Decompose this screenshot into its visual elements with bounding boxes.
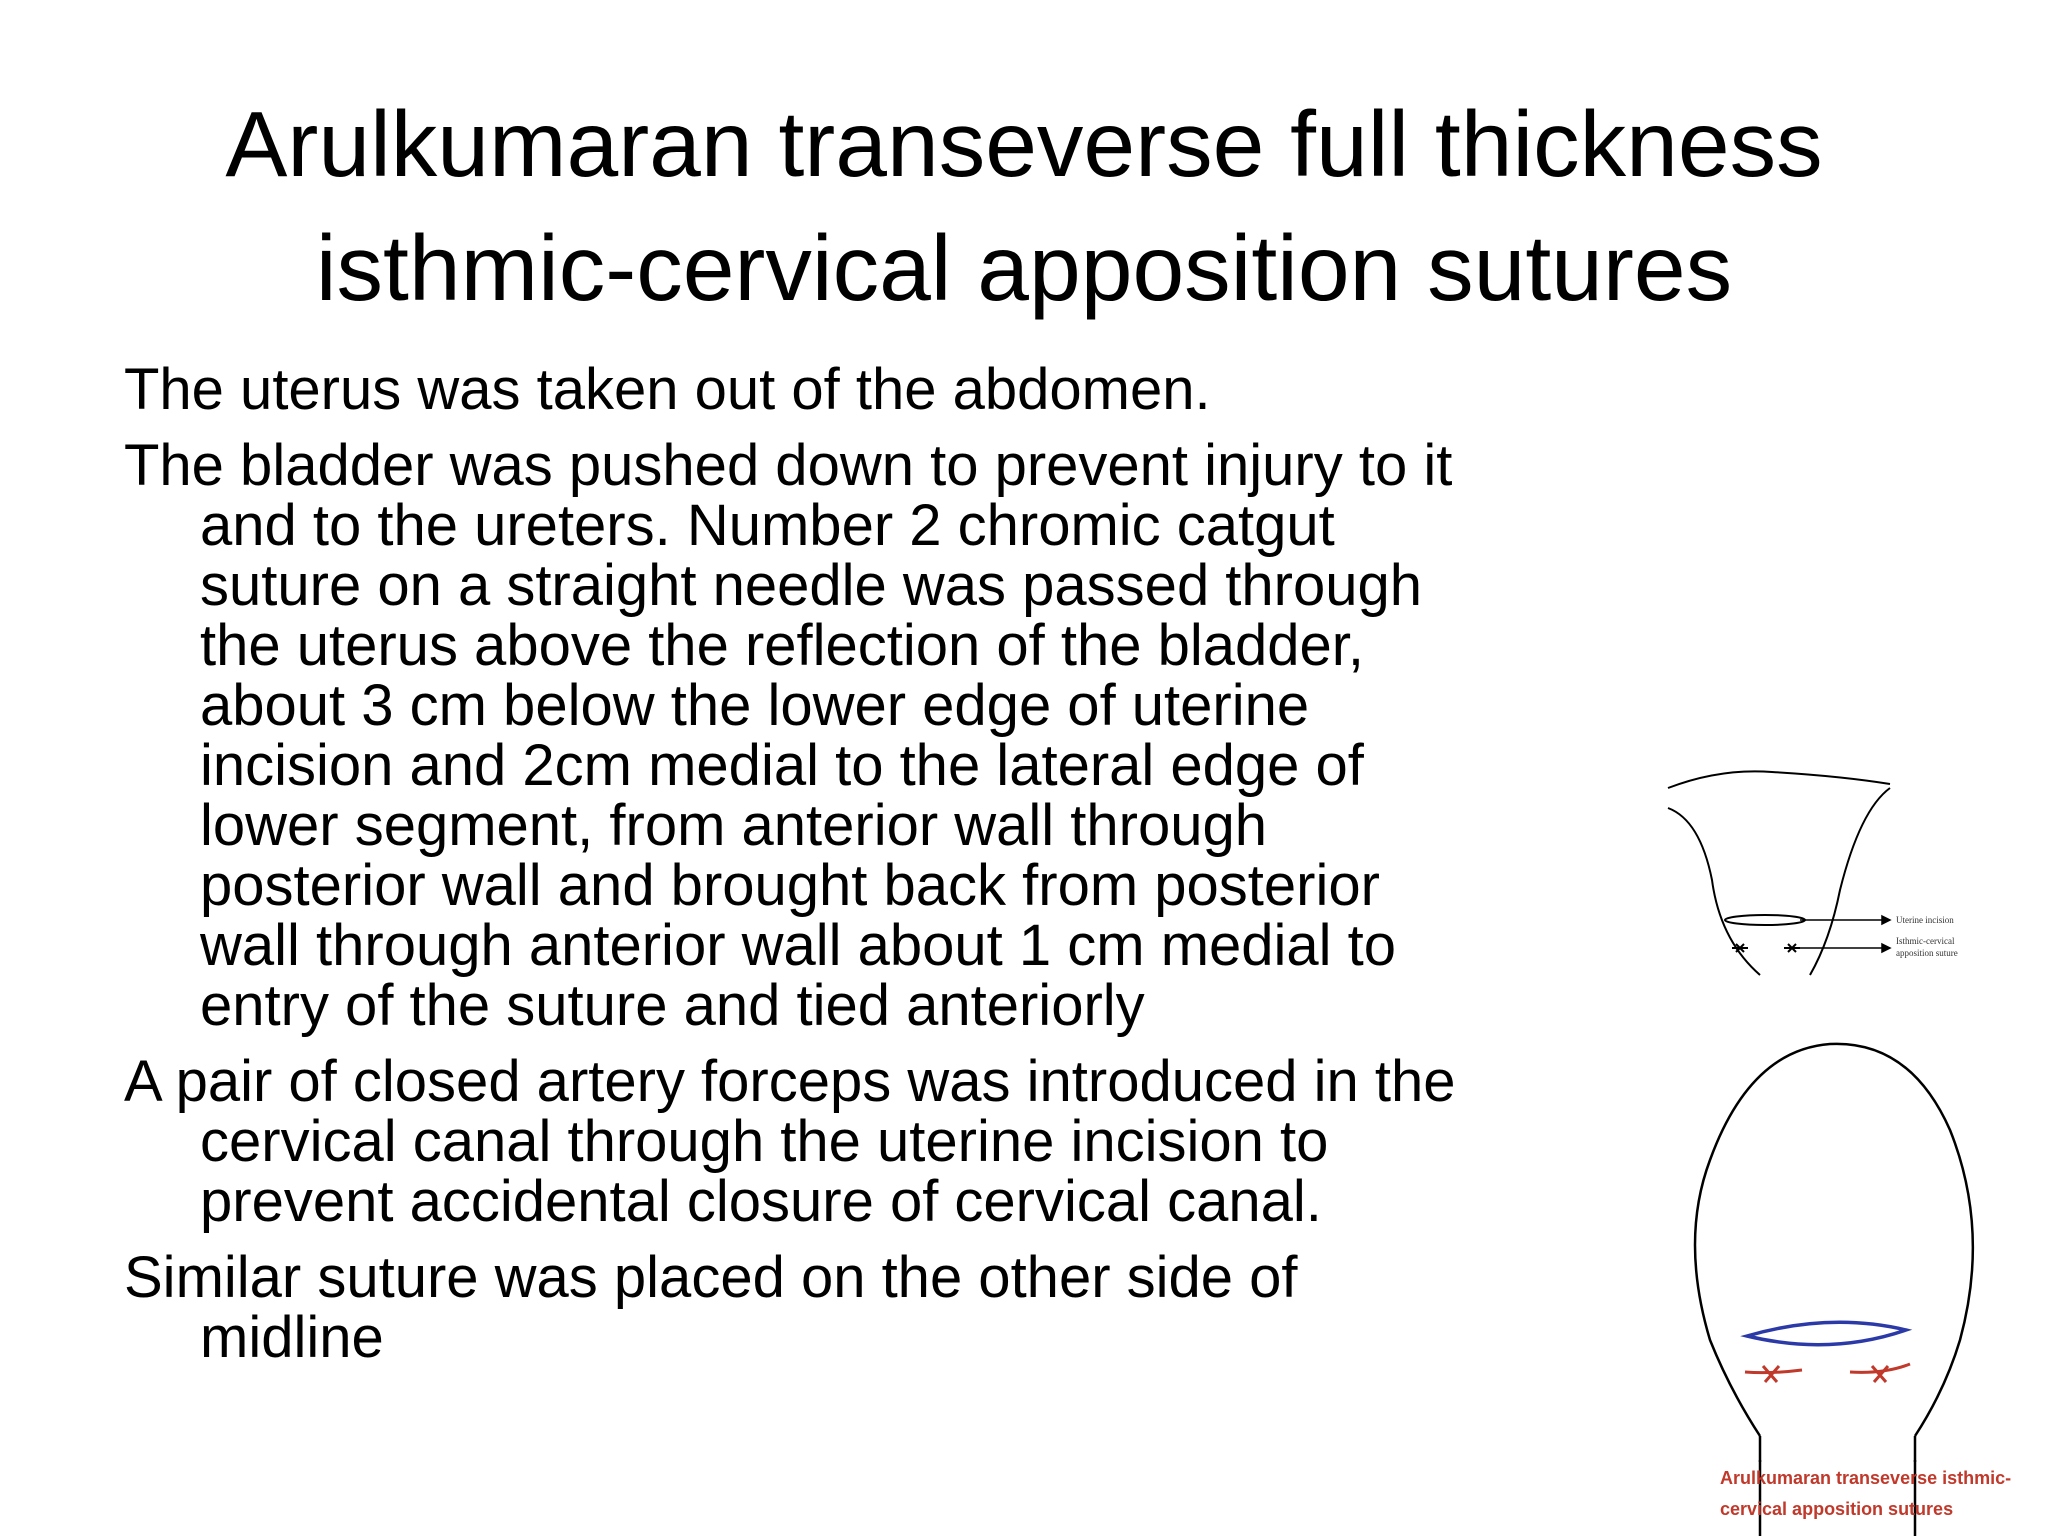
paragraph-line: cervical canal through the uterine incis…: [200, 1109, 1329, 1174]
paragraph-line: midline: [200, 1305, 384, 1370]
slide-title: Arulkumaran transeverse full thickness i…: [60, 82, 1988, 330]
paragraph-3: A pair of closed artery forceps was intr…: [124, 1052, 1604, 1232]
uterine-incision-blue: [1740, 1320, 1913, 1347]
label-suture-line-2: apposition suture: [1896, 948, 1958, 958]
paragraph-line: The uterus was taken out of the abdomen.: [124, 357, 1211, 422]
title-line-2: isthmic-cervical apposition sutures: [315, 216, 1733, 320]
label-suture-line-1: Isthmic-cervical: [1896, 936, 1955, 946]
label-uterine-incision: Uterine incision: [1896, 915, 1954, 925]
paragraph-line: lower segment, from anterior wall throug…: [200, 793, 1268, 858]
slide-body: The uterus was taken out of the abdomen.…: [124, 360, 1604, 1384]
uterine-incision-mark: [1724, 914, 1806, 926]
suture-marks: [1732, 943, 1800, 953]
title-line-1: Arulkumaran transeverse full thickness: [225, 92, 1823, 196]
uterus-outline: [1693, 1042, 1975, 1437]
caption-line-1: Arulkumaran transeverse isthmic-: [1720, 1468, 2011, 1488]
paragraph-line: Similar suture was placed on the other s…: [124, 1245, 1298, 1310]
paragraph-1: The uterus was taken out of the abdomen.: [124, 360, 1604, 420]
paragraph-2: The bladder was pushed down to prevent i…: [124, 436, 1604, 1036]
paragraph-line: suture on a straight needle was passed t…: [200, 553, 1423, 618]
paragraph-line: about 3 cm below the lower edge of uteri…: [200, 673, 1310, 738]
uterus-fundus-outline: [1667, 770, 1891, 789]
apposition-sutures-red: [1744, 1362, 1911, 1383]
paragraph-line: and to the ureters. Number 2 chromic cat…: [200, 493, 1335, 558]
paragraph-line: prevent accidental closure of cervical c…: [200, 1169, 1322, 1234]
paragraph-line: The bladder was pushed down to prevent i…: [124, 433, 1453, 498]
uterus-anterior-diagram: Arulkumaran transeverse isthmic- cervica…: [1693, 1042, 2048, 1536]
paragraph-line: A pair of closed artery forceps was intr…: [124, 1049, 1456, 1114]
caption-line-2: cervical apposition sutures: [1720, 1499, 1953, 1519]
paragraph-line: incision and 2cm medial to the lateral e…: [200, 733, 1364, 798]
paragraph-line: the uterus above the reflection of the b…: [200, 613, 1365, 678]
caption-backdrop: [1716, 1462, 2048, 1536]
paragraph-line: entry of the suture and tied anteriorly: [200, 973, 1145, 1038]
pointer-arrows: [1800, 914, 1892, 954]
paragraph-line: posterior wall and brought back from pos…: [200, 853, 1380, 918]
paragraph-4: Similar suture was placed on the other s…: [124, 1248, 1604, 1368]
uterus-left-wall: [1667, 807, 1761, 976]
paragraph-line: wall through anterior wall about 1 cm me…: [200, 913, 1397, 978]
uterus-right-wall: [1809, 787, 1891, 976]
lower-segment-diagram: Uterine incision Isthmic-cervical apposi…: [1667, 770, 1958, 976]
